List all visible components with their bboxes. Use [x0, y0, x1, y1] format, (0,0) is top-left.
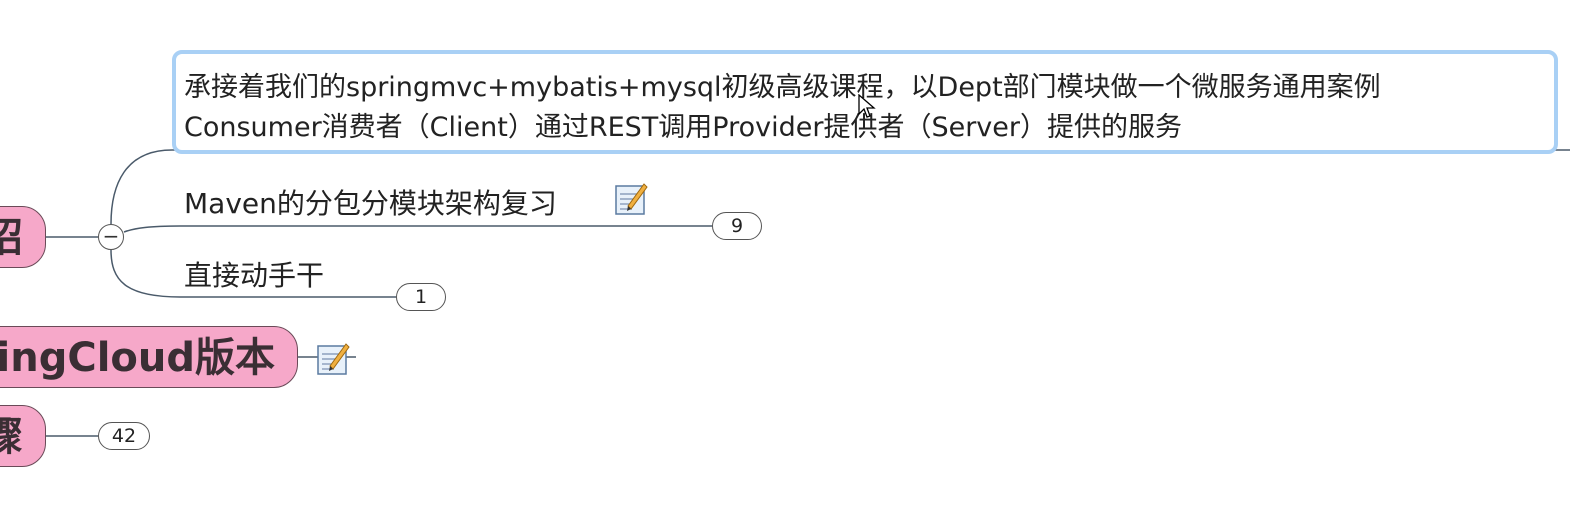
main-topic-intro-label: 招 [0, 207, 23, 267]
main-topic-intro[interactable]: 招 [0, 206, 46, 268]
main-topic-steps[interactable]: 骤 [0, 405, 46, 467]
main-topic-steps-label: 骤 [0, 406, 23, 466]
subtopic-direct[interactable]: 直接动手干 [184, 258, 324, 294]
selected-topic-line2: Consumer消费者（Client）通过REST调用Provider提供者（S… [184, 112, 1182, 143]
subtopic-direct-count[interactable]: 1 [396, 283, 446, 311]
subtopic-maven[interactable]: Maven的分包分模块架构复习 [184, 186, 557, 222]
note-icon[interactable] [316, 340, 350, 376]
note-icon[interactable] [614, 180, 648, 216]
connector-branch-maven [123, 225, 181, 233]
main-topic-springcloud-label: ringCloud版本 [0, 335, 275, 381]
subtopic-maven-count[interactable]: 9 [712, 212, 762, 240]
main-topic-springcloud-version[interactable]: ringCloud版本 [0, 326, 298, 388]
mouse-cursor-icon [858, 94, 876, 118]
main-topic-steps-count[interactable]: 42 [98, 422, 150, 450]
connector-branch-selected [110, 149, 173, 225]
collapse-button[interactable]: − [98, 224, 124, 250]
subtopic-direct-label: 直接动手干 [184, 259, 325, 292]
connector-branch-direct [110, 249, 181, 298]
subtopic-maven-label: Maven的分包分模块架构复习 [184, 187, 557, 220]
selected-topic-text[interactable]: 承接着我们的springmvc+mybatis+mysql初级高级课程，以Dep… [184, 68, 1381, 148]
selected-topic-line1: 承接着我们的springmvc+mybatis+mysql初级高级课程，以Dep… [184, 72, 1381, 103]
selected-topic-frame[interactable] [172, 50, 1558, 154]
